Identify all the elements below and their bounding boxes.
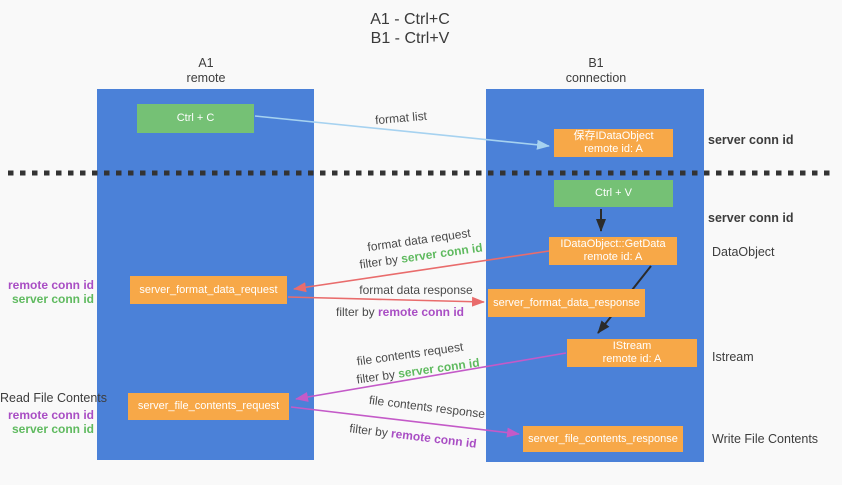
filter-by-text: filter by [348, 421, 393, 441]
node-istream-line1: IStream [612, 340, 652, 352]
arrow-format-data-response [287, 296, 485, 307]
node-server-format-data-response: server_format_data_response [488, 289, 645, 317]
node-server-format-data-response-label: server_format_data_response [493, 296, 640, 309]
label-format-data-response: format data response [359, 283, 473, 297]
lane-left-subtitle: remote [186, 71, 226, 85]
lane-right-title: B1 [588, 56, 604, 70]
lane-right-subtitle: connection [565, 71, 627, 85]
label-file-contents-response-filter: filter by remote conn id [349, 421, 478, 450]
label-format-list: format list [374, 108, 428, 128]
annotation-server-conn-id: server conn id [11, 422, 94, 436]
node-save-idataobject-line1: 保存IDataObject [573, 130, 654, 142]
annotation-istream: Istream [712, 350, 754, 364]
annotation-dataobject: DataObject [712, 245, 775, 259]
annotation-write-file-contents: Write File Contents [712, 432, 819, 446]
node-ctrl-c: Ctrl + C [137, 104, 254, 133]
node-ctrl-v-label: Ctrl + V [595, 187, 632, 199]
annotation-file-request-block: Read File Contents remote conn id server… [0, 391, 108, 436]
node-istream-line2: remote id: A [602, 353, 662, 365]
node-idataobject-getdata: IDataObject::GetData remote id: A [549, 237, 677, 265]
annotation-format-request-ids: remote conn id server conn id [0, 278, 94, 306]
node-istream: IStream remote id: A [567, 339, 697, 367]
node-idataobject-getdata-line1: IDataObject::GetData [560, 238, 666, 250]
title-line-1: A1 - Ctrl+C [370, 11, 450, 28]
remote-conn-id-text: remote conn id [378, 305, 465, 319]
node-server-file-contents-response: server_file_contents_response [523, 426, 683, 452]
remote-conn-id-text: remote conn id [390, 426, 478, 451]
node-ctrl-v: Ctrl + V [554, 180, 673, 207]
label-file-contents-response: file contents response [368, 392, 486, 422]
label-format-data-response-filter: filter by remote conn id [336, 305, 464, 319]
annotation-remote-conn-id: remote conn id [7, 278, 94, 292]
annotation-server-conn-id: server conn id [11, 292, 94, 306]
node-save-idataobject: 保存IDataObject remote id: A [554, 129, 673, 157]
node-idataobject-getdata-line2: remote id: A [583, 251, 643, 263]
annotation-server-conn-id-top: server conn id [708, 133, 794, 147]
filter-by-text: filter by [335, 305, 378, 319]
filter-by-text: filter by [355, 366, 400, 387]
title-line-2: B1 - Ctrl+V [370, 30, 450, 47]
node-server-file-contents-request-label: server_file_contents_request [137, 400, 280, 412]
node-save-idataobject-line2: remote id: A [584, 143, 643, 155]
node-server-format-data-request-label: server_format_data_request [139, 283, 278, 296]
lane-header-left: A1 remote [147, 56, 265, 86]
node-server-file-contents-response-label: server_file_contents_response [528, 432, 678, 445]
diagram-title: A1 - Ctrl+C B1 - Ctrl+V [330, 10, 490, 48]
annotation-server-conn-id-mid: server conn id [708, 211, 794, 225]
node-server-format-data-request: server_format_data_request [130, 276, 287, 304]
filter-by-text: filter by [358, 251, 403, 272]
annotation-remote-conn-id: remote conn id [7, 408, 94, 422]
lane-left-title: A1 [198, 56, 214, 70]
lane-header-right: B1 connection [536, 56, 656, 86]
annotation-read-file-contents: Read File Contents [0, 391, 108, 405]
node-ctrl-c-label: Ctrl + C [176, 112, 215, 124]
node-server-file-contents-request: server_file_contents_request [128, 393, 289, 420]
